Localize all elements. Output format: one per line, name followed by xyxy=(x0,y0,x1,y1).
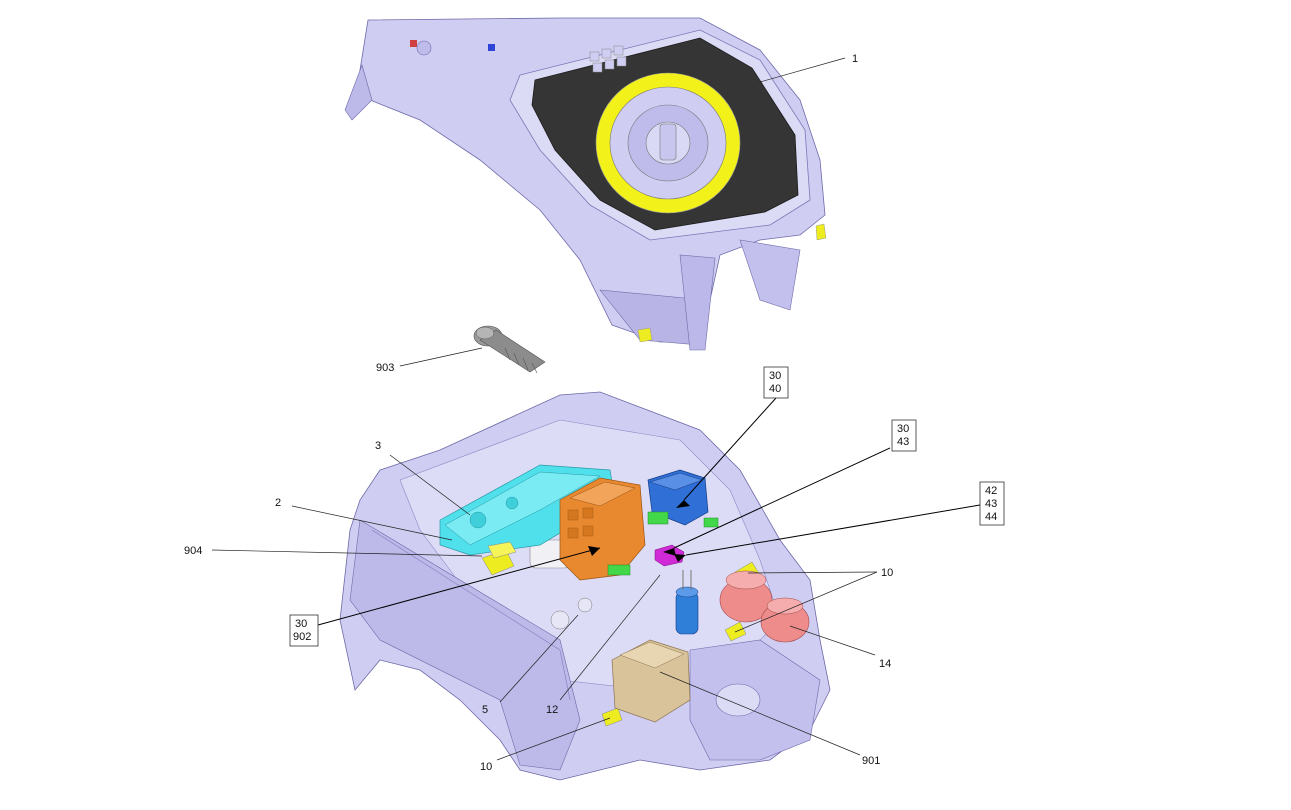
screw xyxy=(473,325,546,374)
callout-5: 5 xyxy=(482,704,488,716)
svg-text:42: 42 xyxy=(985,485,997,497)
coil xyxy=(719,570,810,643)
leader-lines xyxy=(211,57,981,761)
callout-12: 12 xyxy=(546,704,558,716)
relay-blue xyxy=(647,469,709,526)
svg-text:30: 30 xyxy=(769,370,781,382)
callout-904: 904 xyxy=(184,545,202,557)
callout-3: 3 xyxy=(375,440,381,452)
svg-text:30: 30 xyxy=(897,423,909,435)
callouts: 1 903 3 2 904 5 12 10 14 901 10 xyxy=(184,53,893,773)
capacitor xyxy=(675,570,699,635)
boxed-callout-30-902: 30 902 xyxy=(289,614,319,647)
callout-1: 1 xyxy=(852,53,858,65)
boxed-callout-42-43-44: 42 43 44 xyxy=(979,481,1005,526)
svg-text:40: 40 xyxy=(769,383,781,395)
button-grid xyxy=(589,45,627,73)
callout-2: 2 xyxy=(275,497,281,509)
transformer xyxy=(611,639,691,723)
svg-text:43: 43 xyxy=(897,436,909,448)
callout-14: 14 xyxy=(879,658,891,670)
boxed-callout-30-43: 30 43 xyxy=(891,419,917,452)
relay-block-orange xyxy=(559,477,646,581)
callout-10-right: 10 xyxy=(881,567,893,579)
svg-text:43: 43 xyxy=(985,498,997,510)
callout-903: 903 xyxy=(376,362,394,374)
callout-901: 901 xyxy=(862,755,880,767)
svg-text:30: 30 xyxy=(295,618,307,630)
magenta-connector xyxy=(654,544,685,567)
callout-10-bottom: 10 xyxy=(480,761,492,773)
svg-text:902: 902 xyxy=(293,631,311,643)
top-cover xyxy=(344,17,827,351)
svg-text:44: 44 xyxy=(985,511,997,523)
boxed-callout-30-40: 30 40 xyxy=(763,366,789,399)
